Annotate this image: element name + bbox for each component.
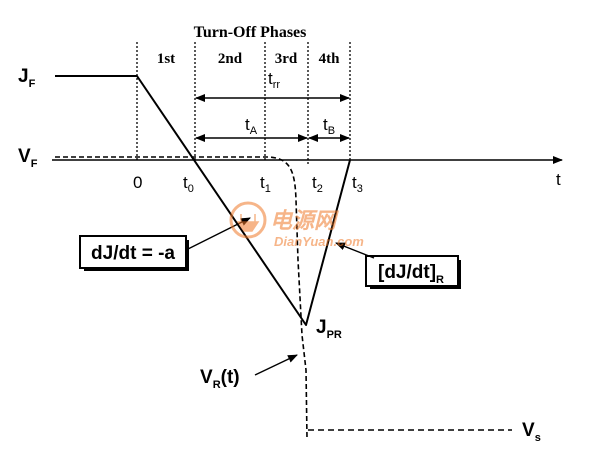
fall-rate-box-shadow-bottom <box>84 268 189 271</box>
watermark-plug-icon <box>229 201 267 239</box>
current-waveform <box>55 75 351 326</box>
tick-label-t2: t2 <box>312 173 323 195</box>
phase-dividers <box>136 42 351 165</box>
rise-rate-box-shadow <box>458 260 461 289</box>
tick-label-t1: t1 <box>260 173 271 195</box>
phase-label-4th: 4th <box>319 51 340 67</box>
ta-label: tA <box>245 115 258 137</box>
trr-label: trr <box>268 69 280 91</box>
watermark-url-text: DianYuan.com <box>274 234 364 249</box>
rise-rate-text: [dJ/dt]R <box>378 262 444 286</box>
rise-rate-box <box>365 255 459 287</box>
tb-label: tB <box>323 115 335 137</box>
tick-label-t0: t0 <box>183 173 194 195</box>
watermark-cn-text: 电源网 <box>270 208 339 233</box>
jpr-label: JPR <box>316 317 342 341</box>
time-axis-label: t <box>556 170 561 189</box>
vs-label: Vs <box>522 420 541 444</box>
tick-label-0: 0 <box>133 173 142 192</box>
tick-label-t3: t3 <box>352 173 363 195</box>
vf-label: VF <box>18 146 38 170</box>
phase-label-3rd: 3rd <box>275 51 298 67</box>
watermark-plug-glyph <box>236 214 260 232</box>
vr-label: VR(t) <box>200 367 240 391</box>
jf-label: JF <box>18 66 36 90</box>
phase-label-2nd: 2nd <box>218 51 243 67</box>
rise-rate-pointer-arrow <box>335 242 375 259</box>
fall-rate-text: dJ/dt = -a <box>91 243 175 264</box>
diagram-title: Turn-Off Phases <box>194 24 307 41</box>
fall-rate-box-shadow <box>186 240 189 271</box>
phase-label-1st: 1st <box>157 51 175 67</box>
vr-pointer-arrow <box>254 354 298 376</box>
watermark: 电源网 DianYuan.com <box>229 201 364 249</box>
rise-rate-box-shadow-bottom <box>370 286 461 289</box>
voltage-waveform <box>55 156 308 439</box>
